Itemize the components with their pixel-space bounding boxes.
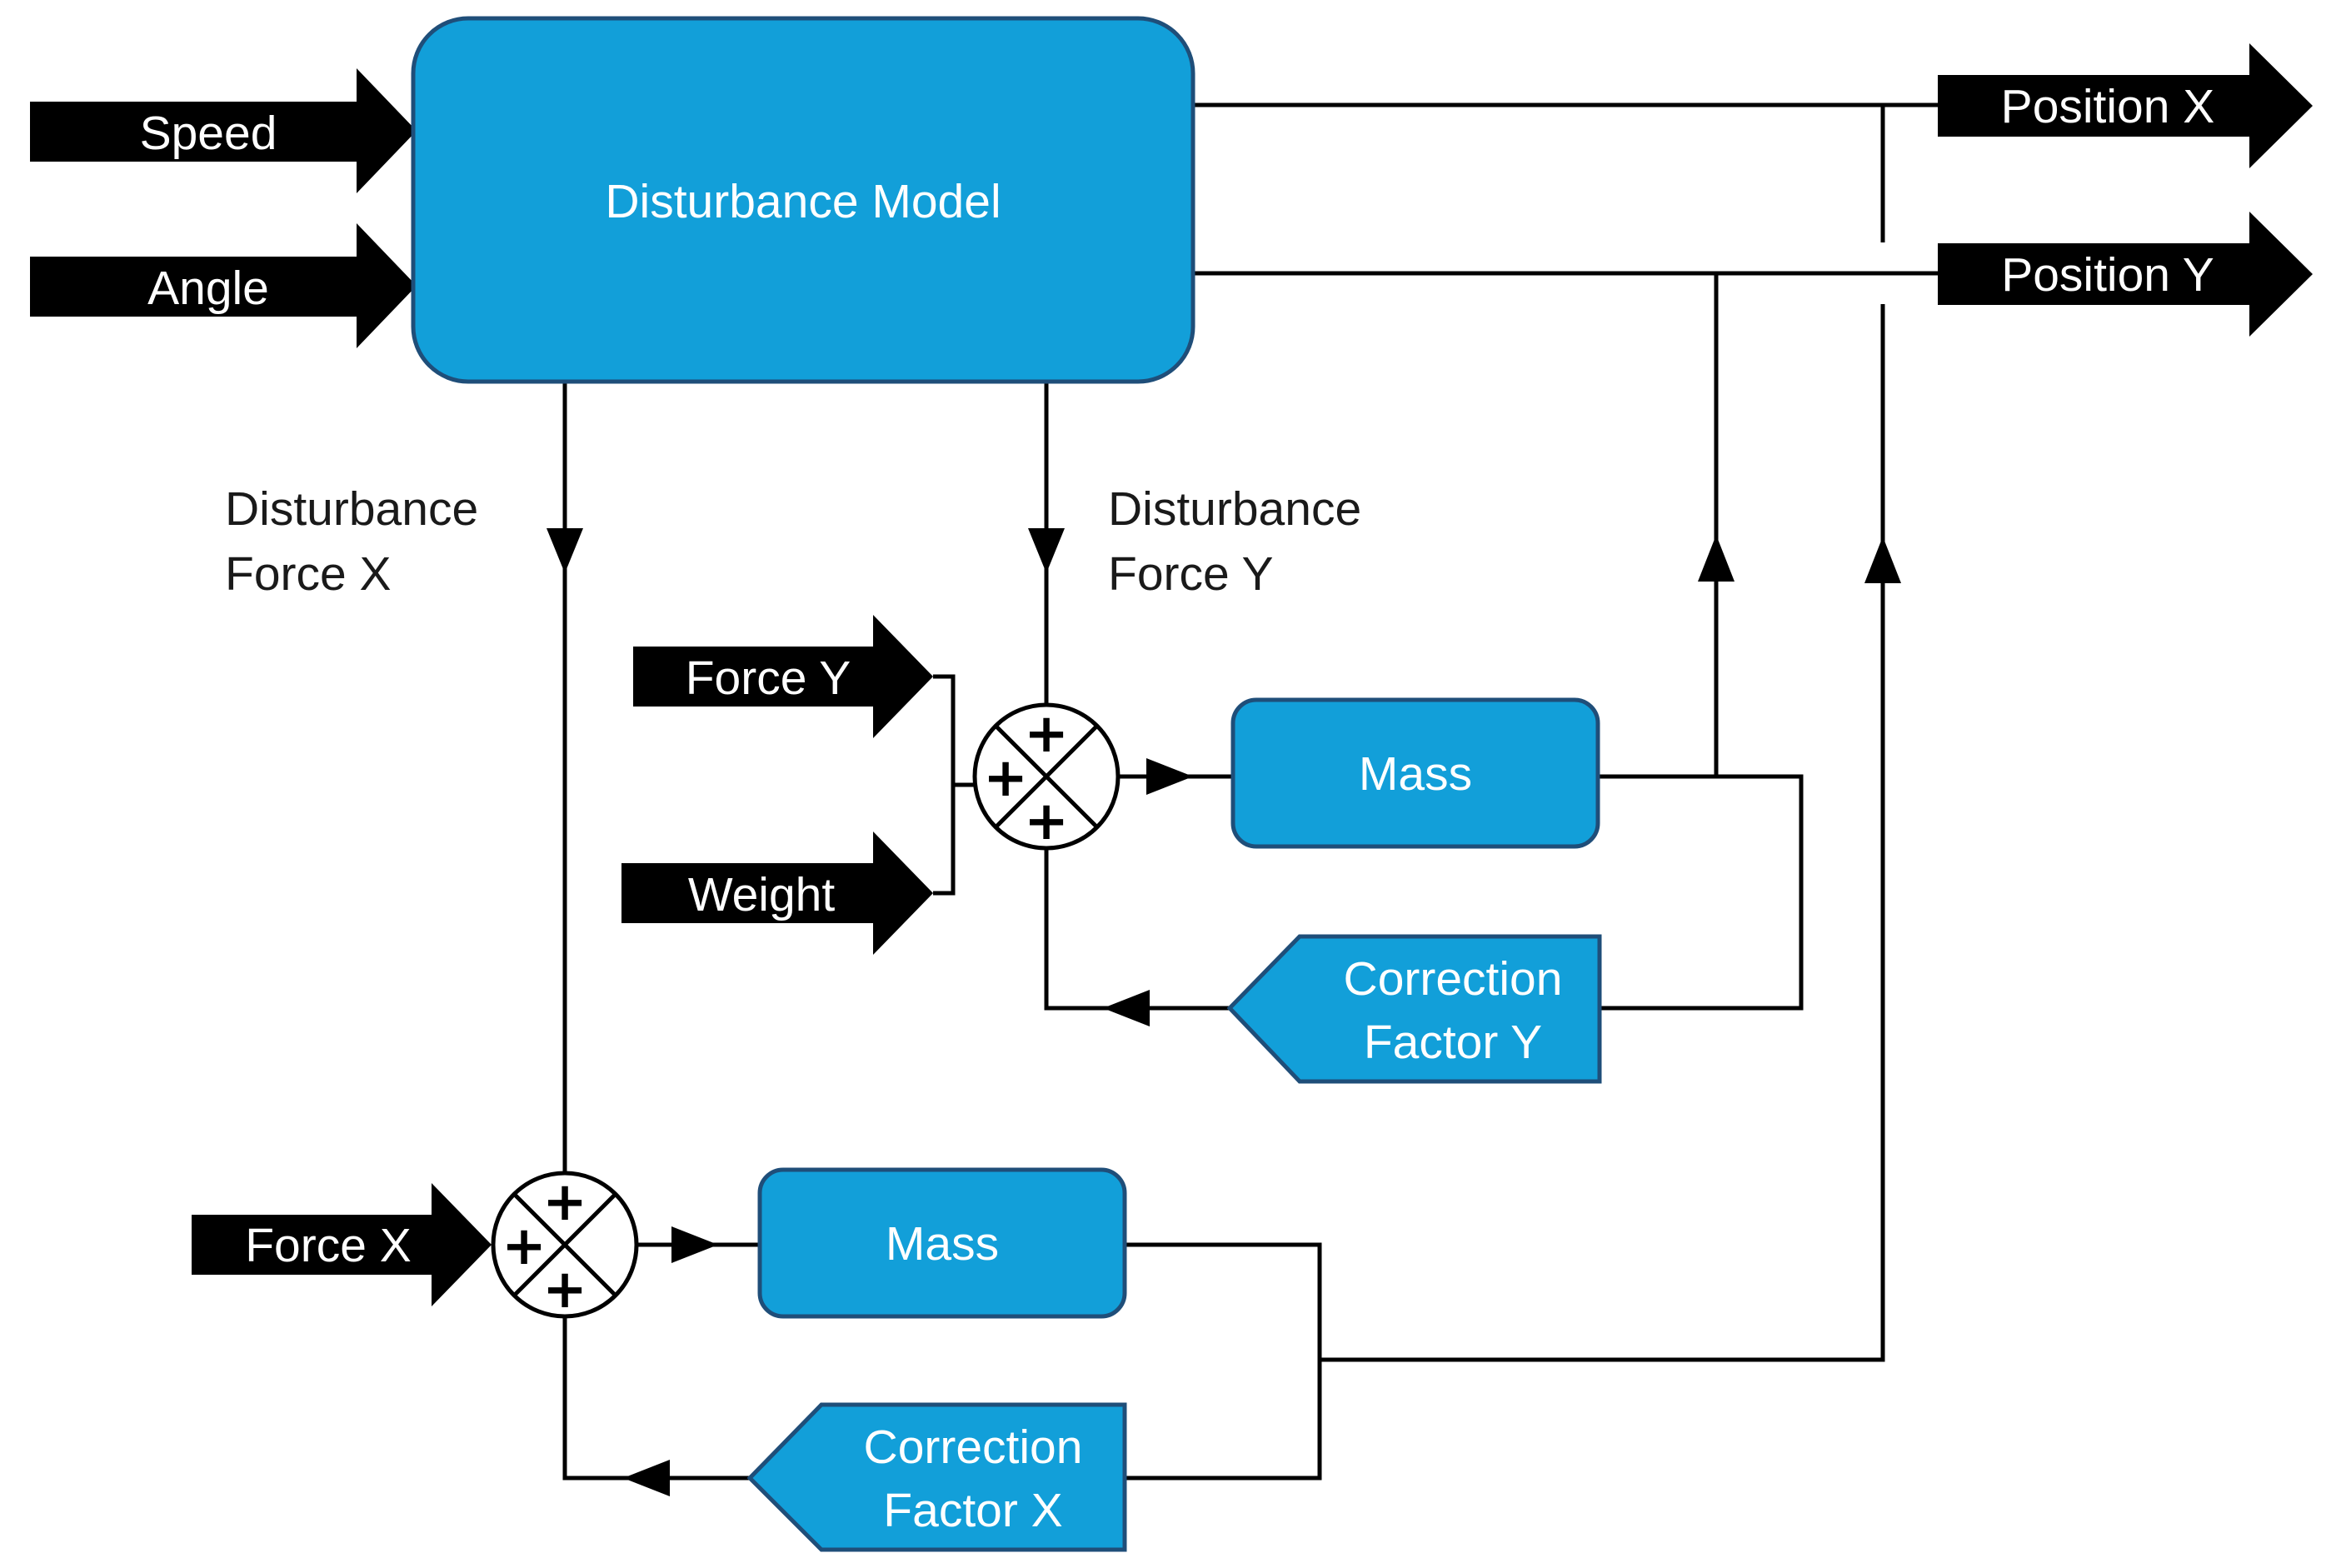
correction-factor-x-shape	[746, 1402, 1127, 1552]
input-label-force-x: Force X	[245, 1219, 412, 1272]
mass-y-box	[1230, 697, 1600, 849]
line-correction-y-to-sum-y	[1044, 848, 1231, 1011]
arrowhead-up-mass-x	[1864, 537, 1901, 583]
disturbance-model-box	[411, 16, 1195, 384]
signal-label-disturbance-force-y-line2: Force Y	[1108, 547, 1274, 601]
line-mass-x-feedback	[1125, 1242, 1322, 1481]
correction-factor-y-block: Correction Factor Y	[1226, 934, 1602, 1084]
output-arrow-position-y	[1938, 212, 2313, 337]
input-arrow-angle	[30, 223, 417, 348]
input-arrow-force-x	[192, 1183, 492, 1306]
disturbance-model-block: Disturbance Model	[411, 16, 1195, 384]
mass-y-block: Mass	[1230, 697, 1600, 849]
input-force-x: Force X	[192, 1183, 492, 1306]
correction-factor-x-label-line1: Correction	[864, 1421, 1083, 1474]
input-arrow-speed	[30, 68, 417, 193]
input-arrow-force-y	[633, 615, 933, 738]
signal-label-disturbance-force-x: Disturbance Force X	[225, 482, 478, 601]
summing-junction-y-sign-top: +	[1024, 703, 1069, 765]
correction-factor-y-label-line2: Factor Y	[1364, 1016, 1542, 1069]
summing-junction-x-sign-left: +	[502, 1216, 547, 1277]
mass-x-box	[757, 1167, 1127, 1319]
input-weight: Weight	[621, 831, 933, 955]
line-mass-y-feedback	[1600, 774, 1804, 1011]
disturbance-model-label: Disturbance Model	[605, 175, 1001, 228]
arrowhead-up-mass-y	[1698, 535, 1735, 582]
connector-lines	[562, 102, 1941, 1481]
summing-junction-y-cross-b	[994, 724, 1099, 829]
summing-junction-x: + + +	[491, 1171, 639, 1321]
correction-factor-y-label-line1: Correction	[1344, 952, 1563, 1006]
arrowhead-left-correction-y	[1103, 990, 1150, 1026]
line-correction-x-to-sum-x	[562, 1316, 750, 1481]
input-label-angle: Angle	[147, 262, 269, 315]
input-angle: Angle	[30, 223, 417, 348]
summing-junction-y-sign-bottom: +	[1024, 791, 1069, 852]
summing-junction-y-sign-left: +	[983, 747, 1028, 809]
input-arrow-weight	[621, 831, 933, 955]
correction-factor-x-block: Correction Factor X	[746, 1402, 1127, 1552]
output-label-position-y: Position Y	[2001, 248, 2214, 302]
output-label-position-x: Position X	[2001, 80, 2215, 133]
mass-y-label: Mass	[1359, 747, 1472, 801]
mass-x-label: Mass	[886, 1217, 999, 1271]
summing-junction-x-sign-bottom: +	[542, 1259, 587, 1321]
mass-x-block: Mass	[757, 1167, 1127, 1319]
input-label-force-y: Force Y	[686, 652, 851, 705]
signal-label-disturbance-force-y-line1: Disturbance	[1108, 482, 1361, 536]
signal-label-disturbance-force-x-line2: Force X	[225, 547, 392, 601]
output-position-x: Position X	[1938, 43, 2313, 168]
bracket-force-y-weight	[933, 674, 975, 896]
arrowhead-down-disturbance-x	[547, 528, 583, 573]
arrowhead-left-correction-x	[623, 1460, 670, 1496]
summing-junction-y: + + +	[972, 702, 1121, 852]
arrowheads	[547, 528, 1901, 1496]
summing-junction-x-sign-top: +	[542, 1171, 587, 1233]
signal-label-disturbance-force-y: Disturbance Force Y	[1108, 482, 1361, 601]
output-position-y: Position Y	[1938, 212, 2313, 337]
input-label-speed: Speed	[140, 107, 277, 160]
signal-label-disturbance-force-x-line1: Disturbance	[225, 482, 478, 536]
correction-factor-y-shape	[1226, 934, 1602, 1084]
input-force-y: Force Y	[633, 615, 933, 738]
input-label-weight: Weight	[688, 868, 836, 921]
summing-junction-x-cross-b	[512, 1192, 617, 1297]
arrowhead-down-disturbance-y	[1028, 528, 1065, 573]
output-arrow-position-x	[1938, 43, 2313, 168]
correction-factor-x-label-line2: Factor X	[883, 1484, 1062, 1537]
arrowhead-right-sum-x	[671, 1226, 718, 1263]
line-mass-x-to-position-x	[1320, 304, 1885, 1362]
input-speed: Speed	[30, 68, 417, 193]
arrowhead-right-sum-y	[1146, 758, 1193, 795]
